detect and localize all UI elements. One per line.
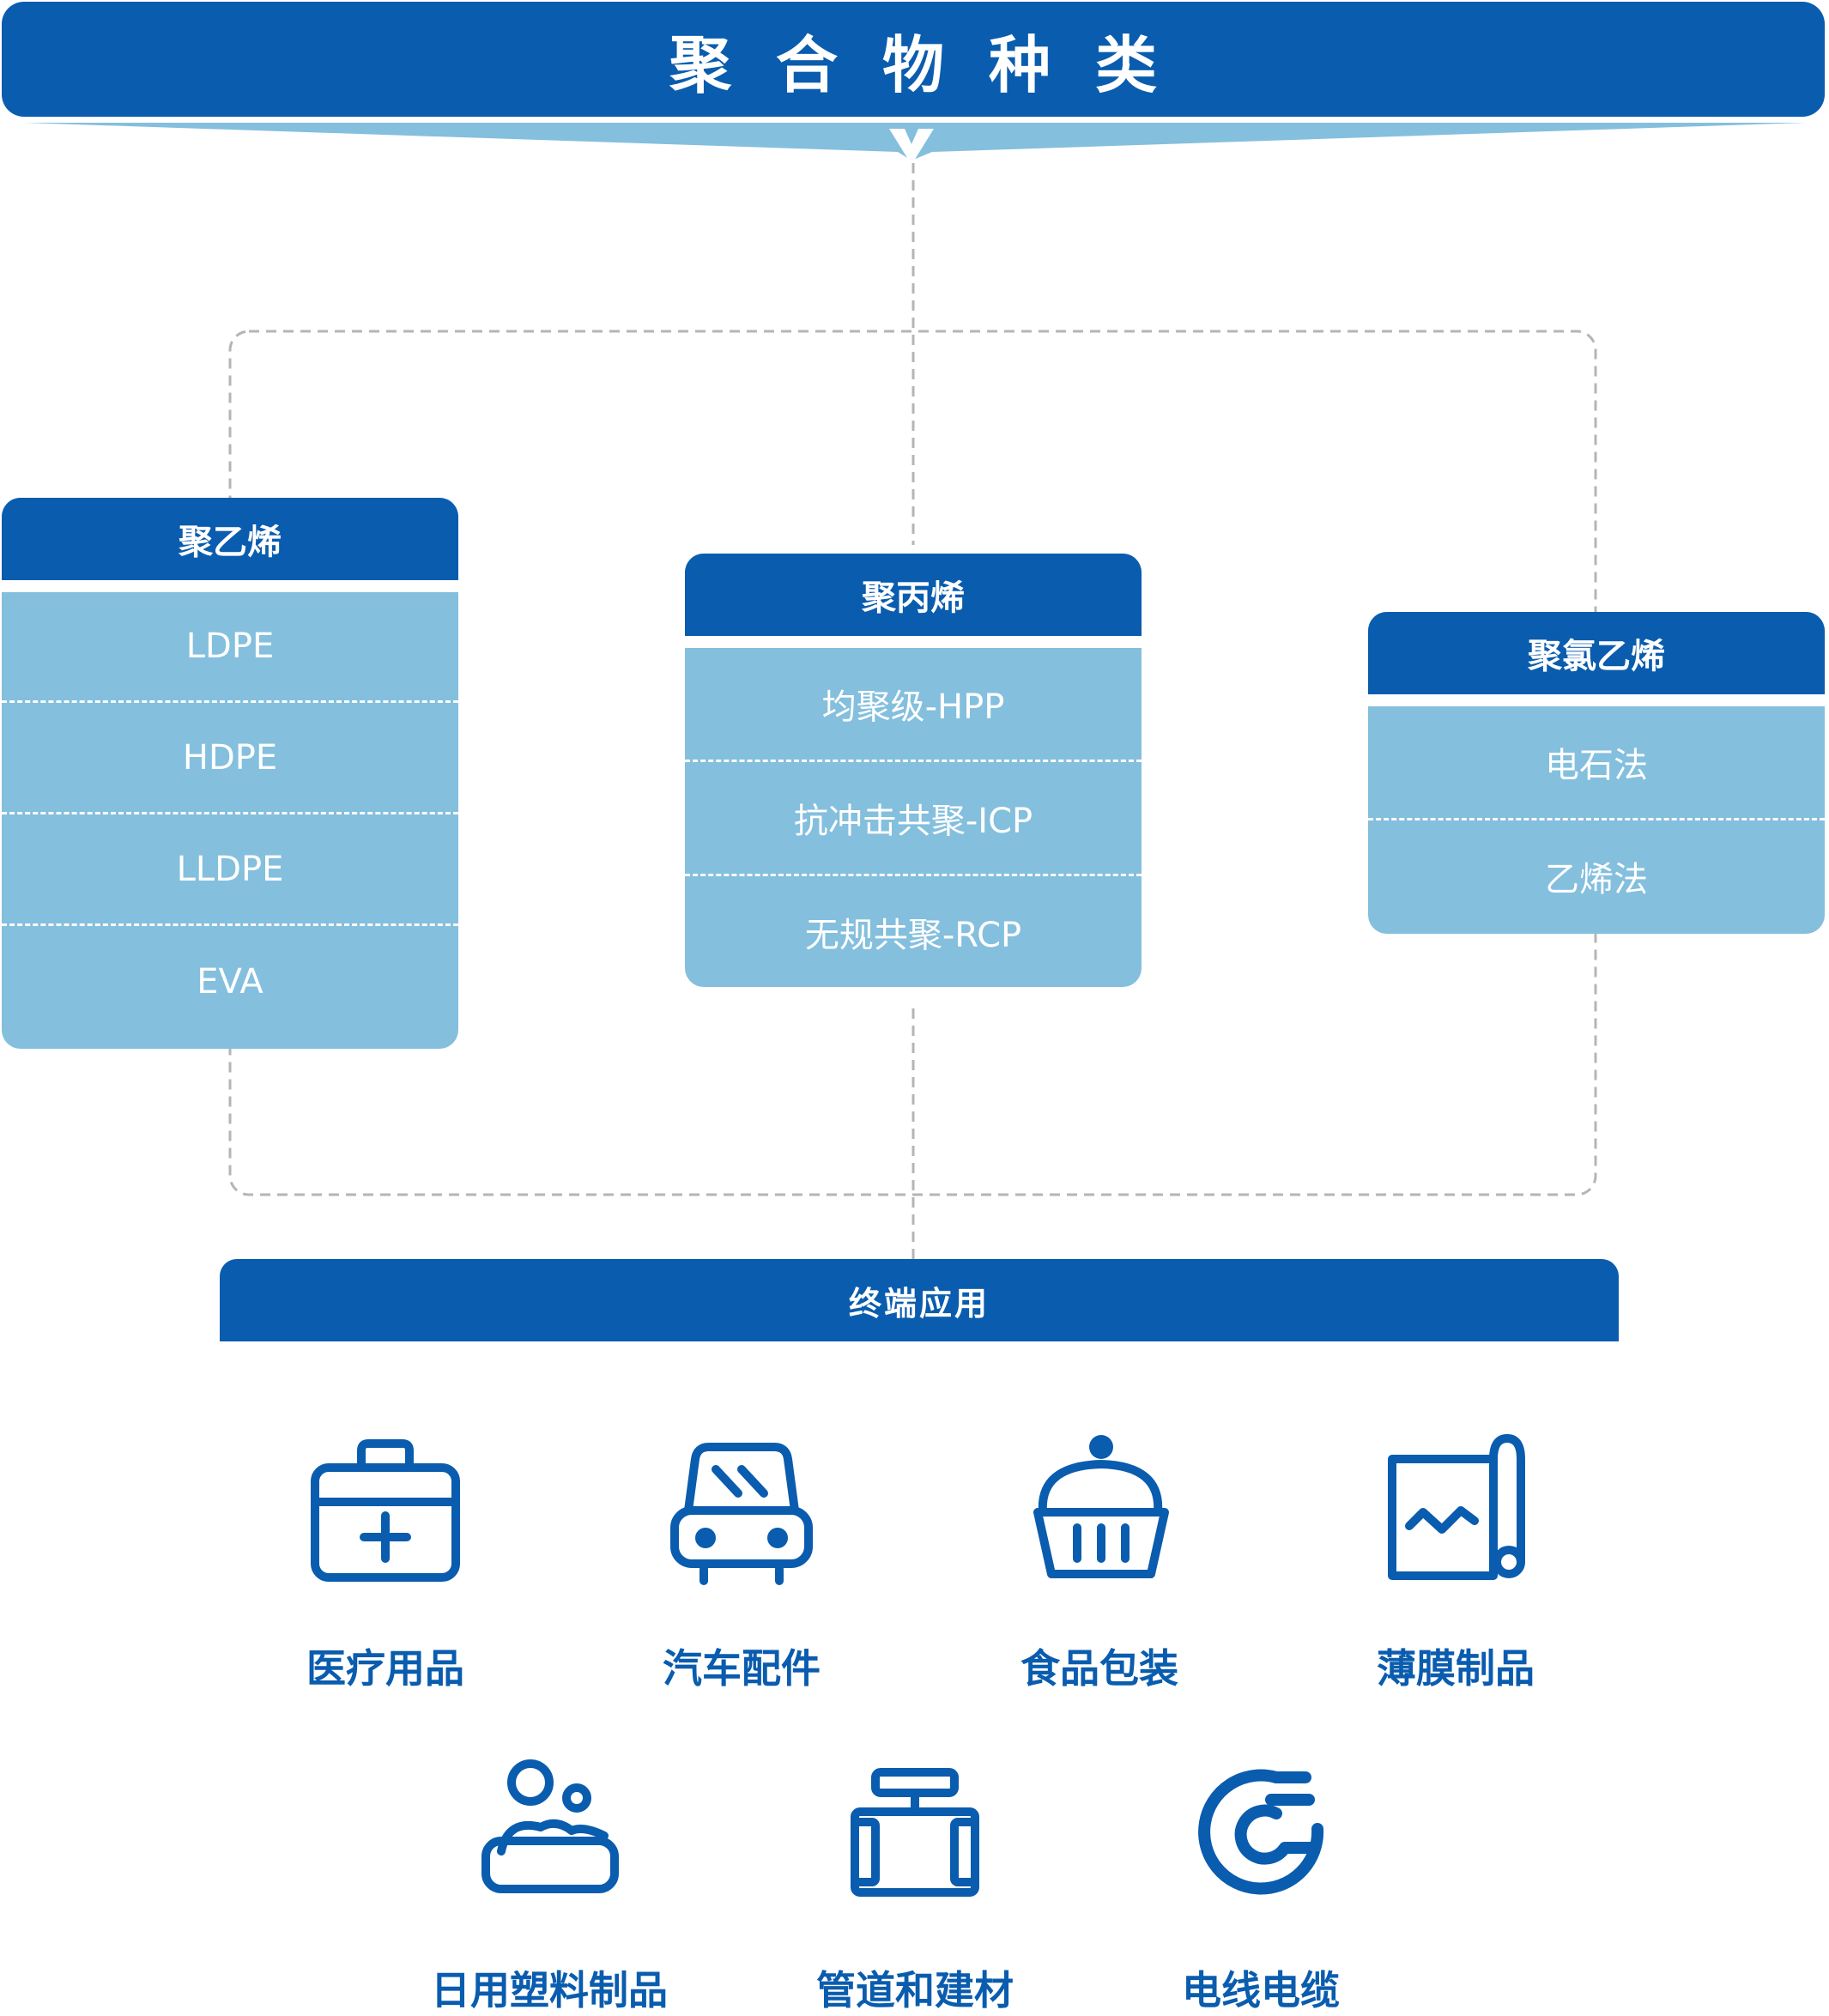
- header-title: 聚合物种类: [669, 28, 1202, 101]
- category-title: 聚氯乙烯: [1368, 612, 1825, 706]
- category-item: 电石法: [1545, 746, 1648, 785]
- app-item-film: 薄膜制品: [1327, 1425, 1584, 1694]
- pipe-valve-icon: [829, 1747, 1001, 1918]
- category-item: 无规共聚-RCP: [685, 874, 1142, 987]
- applications-banner: 终端应用: [220, 1259, 1619, 1341]
- cable-icon: [1175, 1747, 1347, 1918]
- header-banner: 聚合物种类: [2, 2, 1825, 117]
- category-title: 聚乙烯: [2, 498, 458, 592]
- category-card-polypropylene: 聚丙烯 均聚级-HPP 抗冲击共聚-ICP 无规共聚-RCP: [685, 554, 1142, 987]
- app-item-medical: 医疗用品: [257, 1425, 514, 1694]
- category-item: 乙烯法: [1368, 818, 1825, 931]
- app-label: 日用塑料制品: [431, 1967, 668, 2013]
- medical-kit-icon: [300, 1425, 471, 1596]
- category-item: 抗冲击共聚-ICP: [685, 760, 1142, 874]
- category-item: LDPE: [185, 627, 275, 666]
- app-item-cable: 电线电缆: [1132, 1747, 1390, 2016]
- category-item: EVA: [2, 923, 458, 1037]
- app-item-food-packaging: 食品包装: [971, 1425, 1228, 1694]
- app-label: 管道和建材: [816, 1967, 1014, 2013]
- category-item: 均聚级-HPP: [821, 687, 1005, 727]
- category-card-pvc: 聚氯乙烯 电石法 乙烯法: [1368, 612, 1825, 934]
- cupcake-icon: [1014, 1425, 1185, 1596]
- category-title: 聚丙烯: [685, 554, 1142, 648]
- app-item-household: 日用塑料制品: [421, 1747, 678, 2016]
- app-item-pipes: 管道和建材: [786, 1747, 1044, 2016]
- category-item: LLDPE: [2, 812, 458, 923]
- category-item: HDPE: [2, 700, 458, 812]
- app-item-auto-parts: 汽车配件: [613, 1425, 870, 1694]
- app-label: 食品包装: [1020, 1645, 1178, 1692]
- app-label: 电线电缆: [1182, 1967, 1340, 2013]
- film-roll-icon: [1370, 1425, 1541, 1596]
- household-items-icon: [463, 1747, 635, 1918]
- app-label: 汽车配件: [663, 1645, 821, 1692]
- app-label: 医疗用品: [306, 1645, 464, 1692]
- car-icon: [656, 1425, 827, 1596]
- header-arrow-notch: [889, 129, 934, 165]
- category-card-polyethylene: 聚乙烯 LDPE HDPE LLDPE EVA: [2, 498, 458, 1049]
- app-label: 薄膜制品: [1377, 1645, 1535, 1692]
